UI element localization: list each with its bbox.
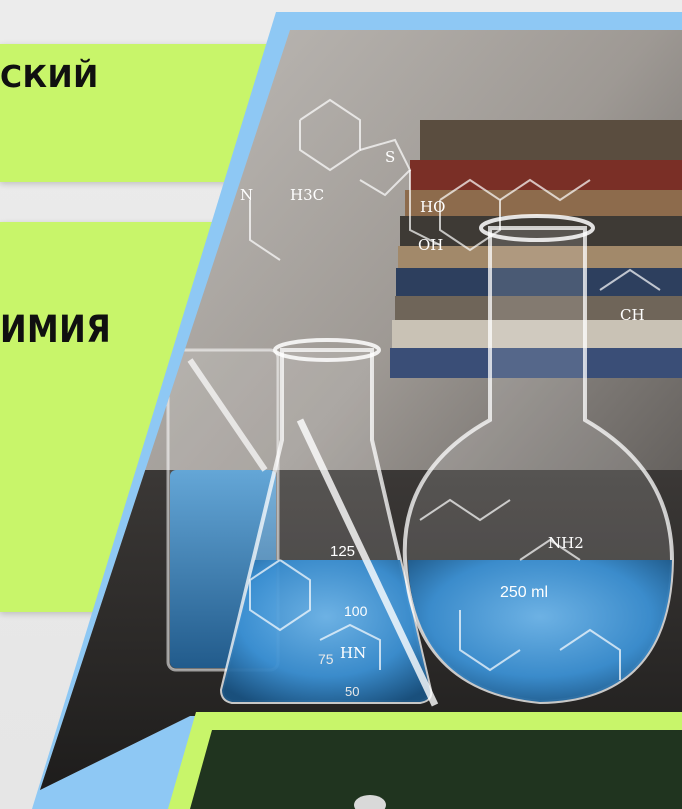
flask-mark-250ml: 250 ml	[500, 584, 548, 601]
molecule-overlay	[249, 98, 661, 680]
flask-mark-100: 100	[344, 603, 368, 619]
round-bottom-flask: 250 ml	[402, 214, 675, 705]
molecule-labels: HO OH N S H3C HN CH NH2	[240, 148, 645, 662]
molecule-label-h3c: H3C	[290, 186, 324, 204]
flask-mark-50: 50	[345, 684, 359, 699]
top-label: СКИЙ	[0, 60, 99, 95]
flask-mark-125: 125	[330, 543, 355, 560]
bottom-photo	[190, 730, 682, 809]
bottom-photo-object	[354, 795, 386, 809]
glass-rod	[296, 418, 439, 707]
subject-label: ИМИЯ	[0, 308, 112, 351]
erlenmeyer-flask: 125 100 75 50	[219, 338, 433, 704]
molecule-label-n: N	[240, 186, 253, 204]
molecule-label-nh2: NH2	[548, 534, 584, 552]
molecule-label-ch: CH	[620, 306, 645, 324]
molecule-label-ho: HO	[420, 198, 445, 216]
molecule-label-oh: OH	[418, 236, 443, 254]
molecule-label-s: S	[385, 148, 395, 166]
books-stack	[390, 120, 682, 378]
flask-mark-75: 75	[318, 651, 334, 667]
molecule-label-hn: HN	[340, 644, 366, 662]
